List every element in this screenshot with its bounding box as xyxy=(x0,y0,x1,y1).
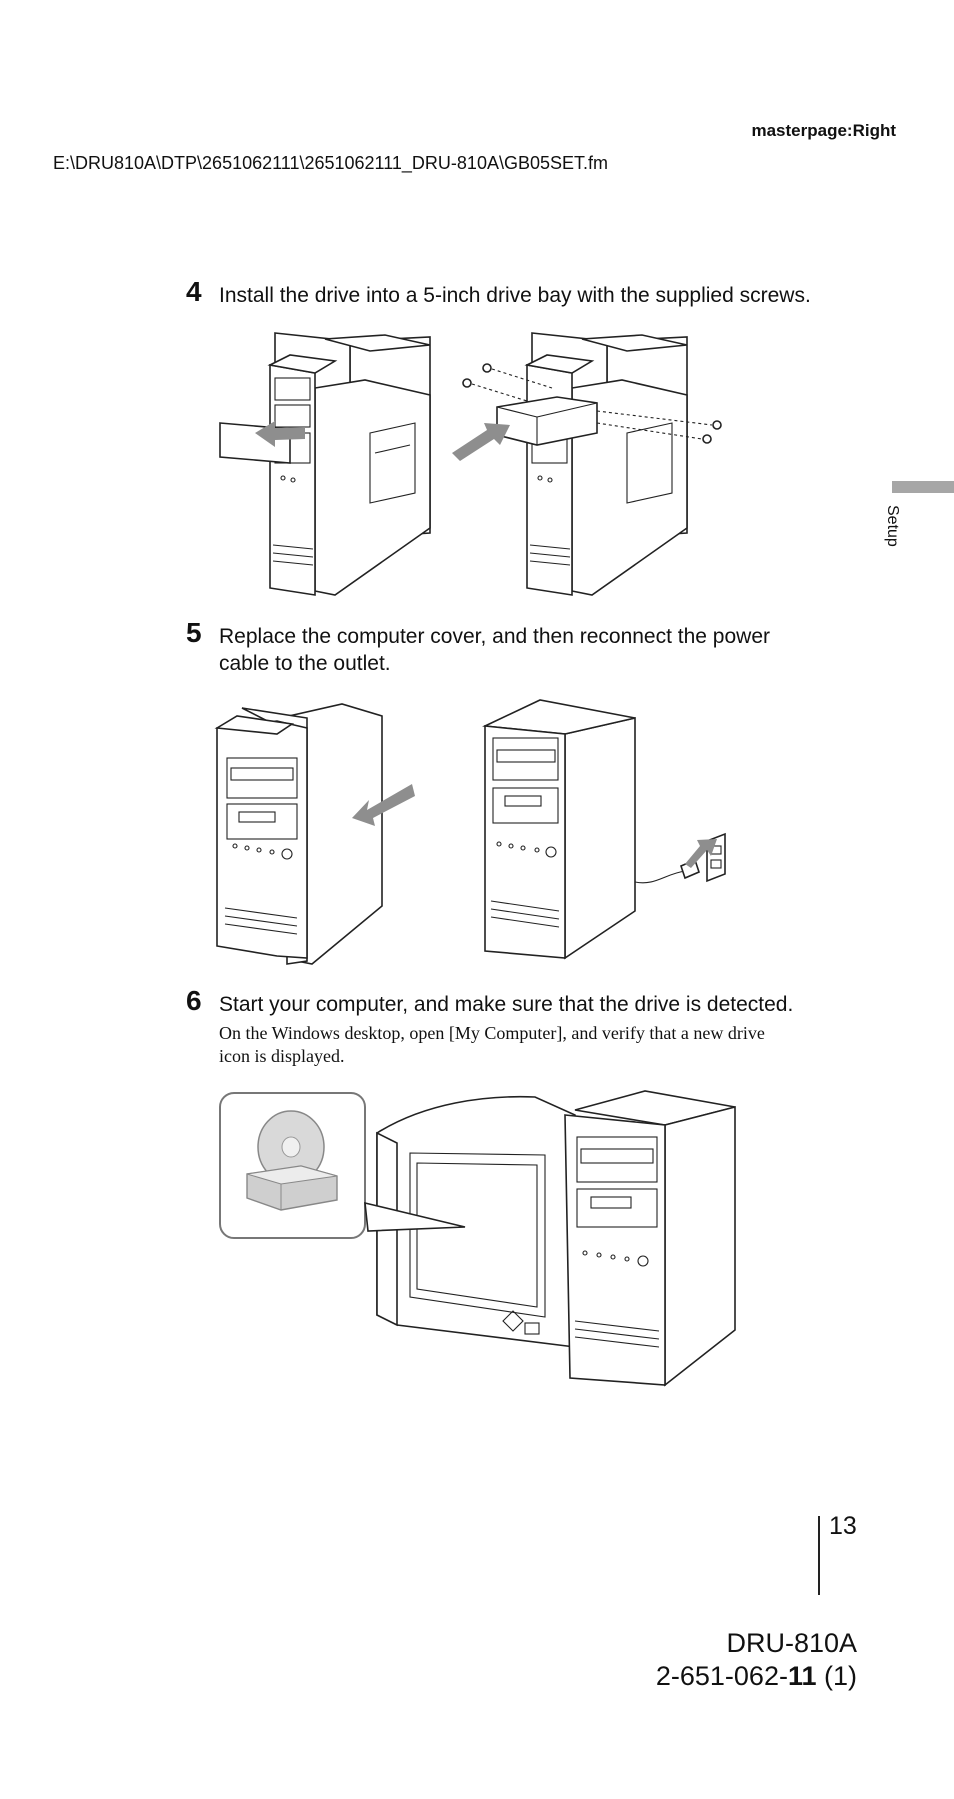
file-path: E:\DRU810A\DTP\2651062111\2651062111_DRU… xyxy=(53,153,608,173)
drive-icon-callout xyxy=(219,1092,366,1239)
part-number: 2-651-062-11 (1) xyxy=(656,1661,857,1692)
step-text: cable to the outlet. xyxy=(219,652,391,675)
page-number: 13 xyxy=(829,1512,857,1540)
model-number: DRU-810A xyxy=(726,1628,857,1658)
monitor-and-tower-illustration xyxy=(364,1090,736,1387)
power-cable-illustration xyxy=(482,699,726,960)
step-number: 4 xyxy=(186,276,202,307)
page-number-rule xyxy=(818,1516,820,1595)
part-number-prefix: 2-651-062- xyxy=(655,1661,788,1691)
drive-insert-screws-illustration xyxy=(452,332,722,596)
step-text: Replace the computer cover, and then rec… xyxy=(219,625,771,648)
masterpage-label: masterpage:Right xyxy=(751,121,896,140)
part-number-bold: 11 xyxy=(787,1661,817,1691)
step-number: 6 xyxy=(186,985,202,1016)
section-tab-bar xyxy=(892,481,954,493)
step-note: On the Windows desktop, open [My Compute… xyxy=(219,1023,765,1043)
part-number-suffix: (1) xyxy=(816,1661,857,1691)
step-number: 5 xyxy=(186,617,202,648)
section-tab-label: Setup xyxy=(884,505,901,547)
step-note: icon is displayed. xyxy=(219,1046,345,1066)
cover-replace-illustration xyxy=(214,703,415,965)
tower-open-bay-illustration xyxy=(219,332,431,596)
step-text: Start your computer, and make sure that … xyxy=(219,993,794,1016)
step-text: Install the drive into a 5-inch drive ba… xyxy=(219,284,811,307)
